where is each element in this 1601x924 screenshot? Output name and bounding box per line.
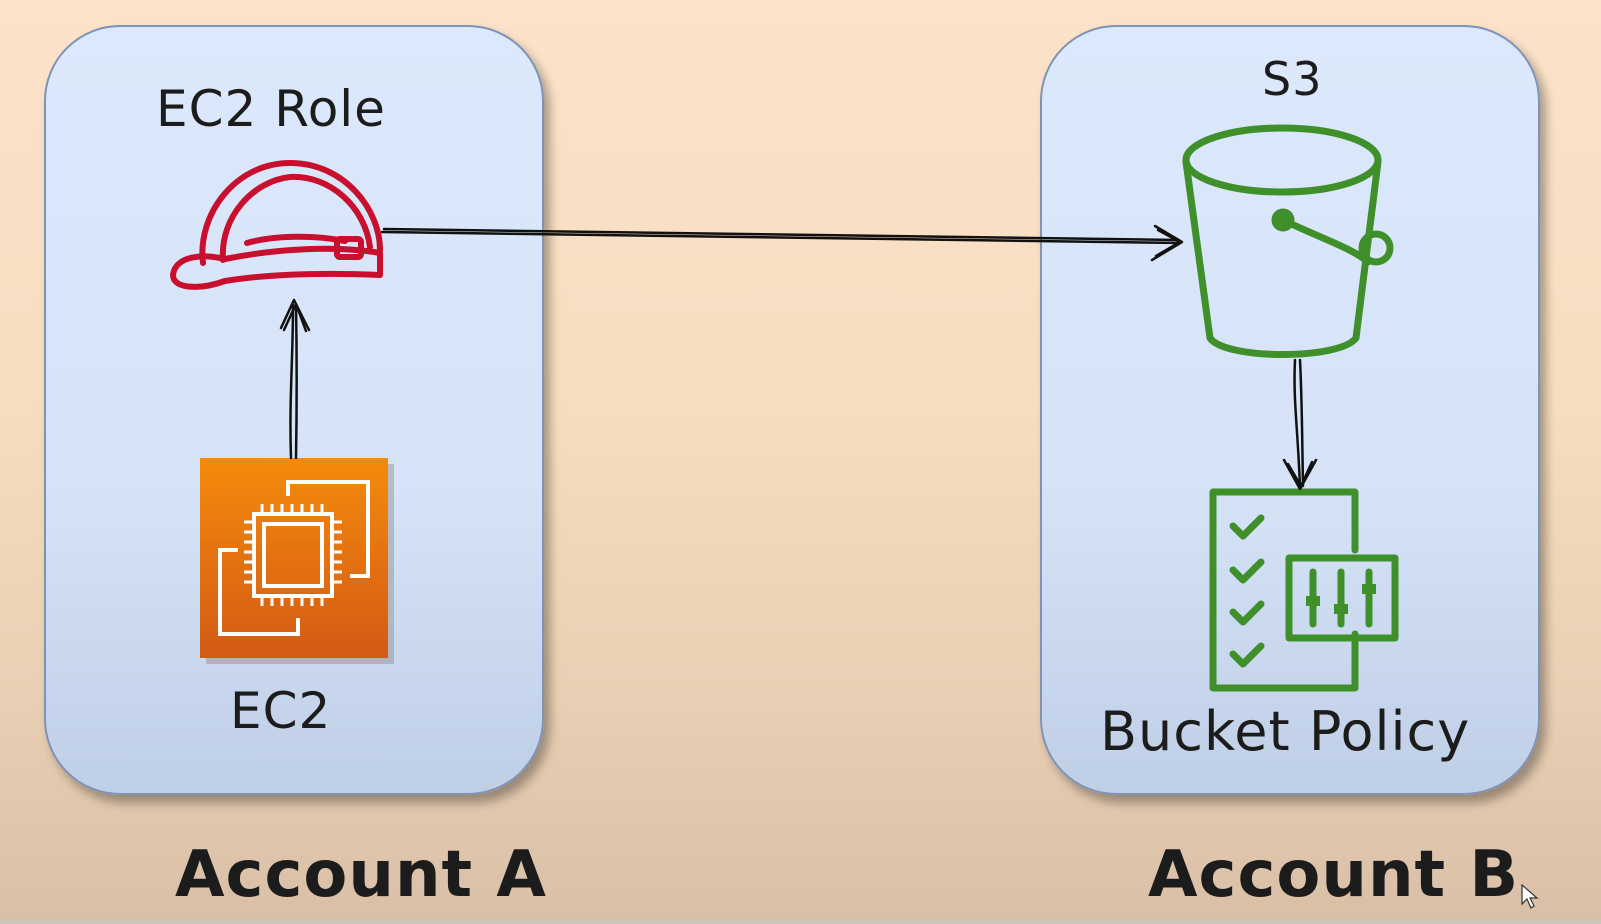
s3-bucket-icon [1182, 124, 1394, 358]
account-a-container [44, 25, 544, 795]
ec2-chip-icon [200, 458, 394, 664]
bottom-progress-bar [0, 918, 1601, 924]
account-b-label: Account B [1148, 838, 1520, 912]
hard-hat-icon [170, 160, 383, 290]
account-b-container [1040, 25, 1540, 795]
account-a-label: Account A [175, 838, 547, 912]
mouse-cursor-icon [1521, 884, 1539, 909]
bucket-policy-label: Bucket Policy [1100, 700, 1471, 763]
bucket-policy-icon [1209, 488, 1399, 692]
ec2-role-label: EC2 Role [156, 80, 386, 138]
s3-label: S3 [1262, 52, 1323, 106]
ec2-label: EC2 [230, 682, 332, 740]
